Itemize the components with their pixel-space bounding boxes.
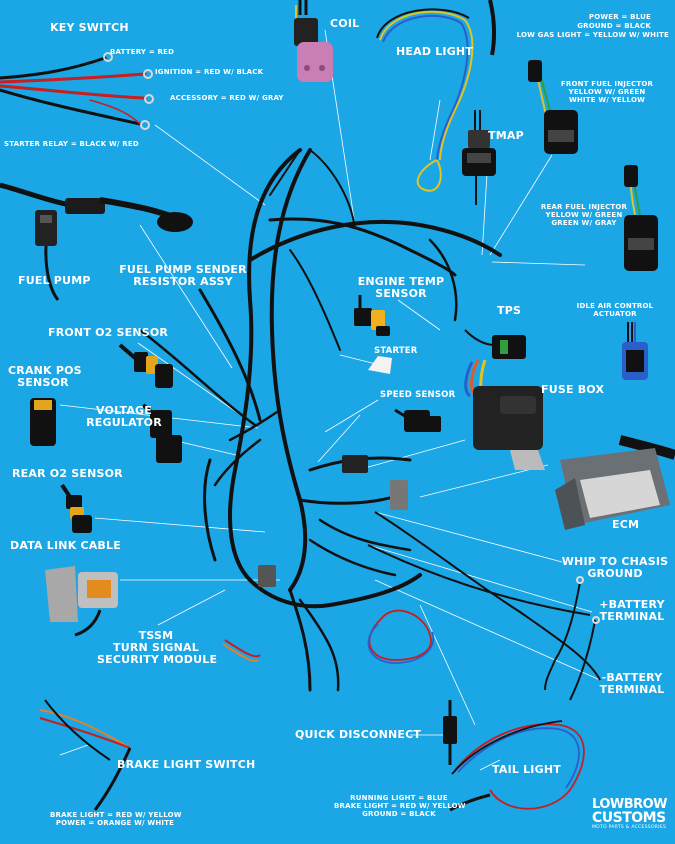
quick-disconnect-label: QUICK DISCONNECT — [295, 728, 422, 741]
tail-light-running-wire: RUNNING LIGHT = BLUE — [350, 794, 448, 802]
starter-terminal — [368, 356, 392, 374]
tssm-line-3: SECURITY MODULE — [97, 653, 218, 666]
fuel-pump-label: FUEL PUMP — [18, 274, 91, 287]
starter-relay-wire-label: STARTER RELAY = BLACK W/ RED — [4, 140, 139, 148]
battery-negative-line-2: TERMINAL — [599, 683, 665, 696]
speed-sensor-connector — [394, 408, 441, 432]
logo-line-2: CUSTOMS — [592, 810, 666, 826]
head-light-ground-label: GROUND = BLACK — [577, 22, 651, 30]
engine-temp-sensor — [354, 295, 390, 336]
crank-pos-line-1: CRANK POS — [8, 364, 82, 377]
brake-light-switch-wires — [39, 639, 261, 811]
tps-label: TPS — [497, 304, 522, 317]
tail-light-wires — [367, 609, 585, 812]
data-link-label: DATA LINK CABLE — [10, 539, 121, 552]
rear-injector-wire-1: YELLOW W/ GREEN — [545, 211, 623, 219]
head-light-label: HEAD LIGHT — [396, 45, 474, 58]
tail-light-brake-wire: BRAKE LIGHT = RED W/ YELLOW — [334, 802, 466, 810]
front-injector-label: FRONT FUEL INJECTOR YELLOW W/ GREEN WHIT… — [555, 80, 659, 104]
rear-injector-label: REAR FUEL INJECTOR YELLOW W/ GREEN GREEN… — [535, 203, 633, 227]
tssm-line-1: TSSM — [138, 629, 174, 642]
tmap-connector — [462, 110, 496, 205]
fuel-pump-assembly — [0, 182, 193, 301]
voltage-regulator-label: VOLTAGE REGULATOR — [84, 405, 164, 429]
fuse-box-label: FUSE BOX — [541, 383, 605, 396]
engine-temp-line-1: ENGINE TEMP — [357, 275, 445, 288]
idle-air-connector — [622, 322, 648, 380]
battery-wire-label: BATTERY = RED — [110, 48, 175, 56]
voltage-regulator-line-1: VOLTAGE — [96, 404, 152, 417]
crank-pos-label: CRANK POS SENSOR — [8, 364, 82, 389]
voltage-regulator-line-2: REGULATOR — [86, 416, 162, 429]
key-switch-label: KEY SWITCH — [50, 21, 129, 34]
head-light-power-label: POWER = BLUE — [588, 13, 651, 21]
crank-pos-sensor — [30, 398, 56, 446]
ring-terminals — [103, 52, 154, 130]
accessory-wire-label: ACCESSORY = RED W/ GRAY — [170, 94, 284, 102]
key-switch-wires — [0, 56, 147, 126]
battery-positive-label: +BATTERY TERMINAL — [596, 599, 668, 623]
tail-light-label: TAIL LIGHT — [492, 763, 561, 776]
battery-positive-line-2: TERMINAL — [599, 610, 665, 623]
logo-line-1: LOWBROW — [592, 797, 668, 812]
idle-air-line-1: IDLE AIR CONTROL — [576, 302, 654, 310]
tmap-label: TMAP — [488, 129, 524, 142]
ignition-wire-label: IGNITION = RED W/ BLACK — [155, 68, 264, 76]
battery-positive-line-1: +BATTERY — [599, 598, 665, 611]
coil-label: COIL — [330, 17, 360, 30]
idle-air-label: IDLE AIR CONTROL ACTUATOR — [565, 302, 665, 318]
tps-connector — [464, 329, 526, 359]
rear-o2-label: REAR O2 SENSOR — [12, 467, 123, 480]
battery-negative-line-1: -BATTERY — [601, 671, 663, 684]
fuel-pump-sender-line-1: FUEL PUMP SENDER — [119, 263, 247, 276]
tssm-label: TSSM TURN SIGNAL SECURITY MODULE — [97, 629, 218, 666]
whip-ground-line-1: WHIP TO CHASIS — [561, 555, 669, 568]
engine-temp-label: ENGINE TEMP SENSOR — [356, 276, 446, 300]
lowbrow-customs-logo: LOWBROW CUSTOMS MOTO PARTS & ACCESSORIES — [592, 798, 670, 838]
front-injector-connector — [528, 60, 578, 154]
voltage-regulator-connector — [141, 403, 182, 463]
ecm-label: ECM — [612, 518, 640, 531]
leader-lines — [59, 29, 601, 771]
front-o2-label: FRONT O2 SENSOR — [48, 326, 169, 339]
idle-air-line-2: ACTUATOR — [593, 310, 637, 318]
relay-plug — [258, 455, 408, 587]
data-link-connector — [45, 566, 118, 637]
brake-switch-brake-wire: BRAKE LIGHT = RED W/ YELLOW — [50, 811, 182, 819]
front-injector-title: FRONT FUEL INJECTOR — [560, 80, 654, 88]
ecm-connector — [555, 435, 675, 530]
rear-o2-sensor — [60, 483, 92, 533]
rear-injector-title: REAR FUEL INJECTOR — [540, 203, 628, 211]
low-gas-light-label: LOW GAS LIGHT = YELLOW W/ WHITE — [516, 31, 669, 39]
ground-and-battery-wires — [367, 511, 601, 701]
front-o2-sensor — [118, 343, 173, 388]
coil-connector — [294, 0, 333, 82]
rear-injector-connector — [624, 165, 658, 271]
front-injector-wire-2: WHITE W/ YELLOW — [568, 96, 646, 104]
front-injector-wire-1: YELLOW W/ GREEN — [568, 88, 646, 96]
fuel-pump-sender-label: FUEL PUMP SENDER RESISTOR ASSY — [118, 264, 248, 288]
speed-sensor-label: SPEED SENSOR — [380, 390, 456, 400]
brake-switch-power-wire: POWER = ORANGE W/ WHITE — [55, 819, 175, 827]
brake-light-switch-label: BRAKE LIGHT SWITCH — [117, 758, 256, 771]
head-light-wires — [376, 0, 497, 192]
main-harness — [138, 148, 502, 692]
rear-injector-wire-2: GREEN W/ GRAY — [551, 219, 617, 227]
fuse-box — [464, 359, 545, 470]
whip-ground-line-2: GROUND — [587, 567, 643, 580]
tail-light-ground-wire: GROUND = BLACK — [362, 810, 436, 818]
battery-negative-label: -BATTERY TERMINAL — [596, 672, 668, 696]
tail-light-wire-colors: RUNNING LIGHT = BLUE BRAKE LIGHT = RED W… — [334, 794, 466, 818]
tssm-line-2: TURN SIGNAL — [113, 641, 199, 654]
whip-ground-label: WHIP TO CHASIS GROUND — [560, 556, 670, 580]
fuel-pump-sender-line-2: RESISTOR ASSY — [133, 275, 233, 288]
engine-temp-line-2: SENSOR — [375, 287, 427, 300]
logo-tagline: MOTO PARTS & ACCESSORIES — [592, 825, 667, 830]
crank-pos-line-2: SENSOR — [17, 376, 69, 389]
starter-label: STARTER — [374, 346, 418, 356]
brake-switch-wire-colors: BRAKE LIGHT = RED W/ YELLOW POWER = ORAN… — [50, 811, 182, 827]
